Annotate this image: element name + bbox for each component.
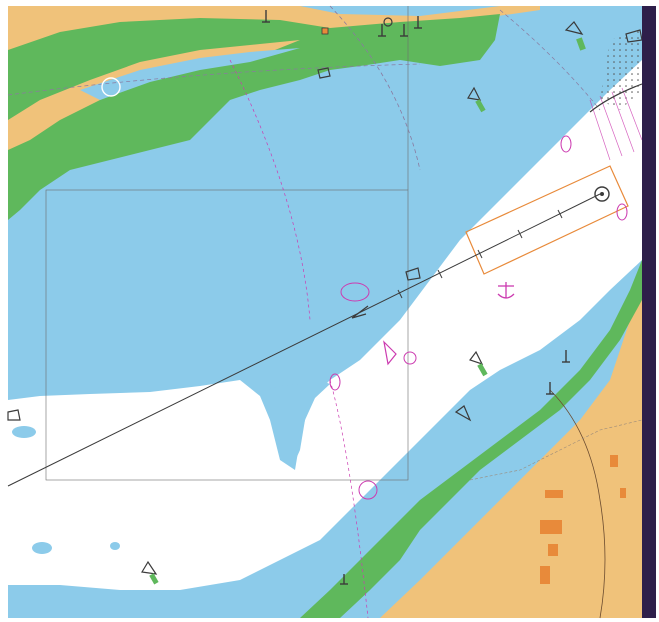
magenta-symbols: [329, 135, 628, 500]
light-center: [600, 192, 604, 196]
light-icon: [594, 186, 610, 202]
channel-creek: [80, 48, 300, 100]
shoal-patch: [110, 542, 120, 550]
restricted-area: [600, 30, 642, 110]
recommended-track: [329, 379, 369, 619]
land-southeast: [380, 280, 642, 618]
shoal-patch: [32, 542, 52, 554]
compass-icon: [101, 77, 121, 97]
leading-line: [7, 193, 601, 487]
chart-border-band: [642, 6, 656, 618]
inlet-shallow: [260, 380, 330, 468]
mooring-icon: [262, 10, 570, 585]
buoy-icon: [469, 350, 488, 377]
buoy-icon: [564, 21, 586, 51]
built-up-areas: [540, 455, 626, 584]
buoy-icon: [141, 560, 159, 585]
recommended-track: [329, 5, 421, 171]
contour-line: [549, 389, 606, 619]
survey-box: [45, 189, 409, 481]
direction-arrow-icon: [351, 305, 369, 319]
buoy-icon: [454, 405, 472, 422]
anchor-icon: [497, 282, 515, 299]
beacon-icon: [383, 340, 397, 366]
recommended-track: [499, 9, 601, 111]
pier-marker: [321, 27, 329, 35]
leading-line-ticks: [397, 209, 563, 299]
shoal-patch: [12, 426, 36, 438]
recommended-track: [229, 59, 311, 321]
fairway-zone: [465, 165, 629, 275]
boundary-line: [469, 419, 643, 481]
buoy-icon: [467, 86, 486, 113]
pier: [589, 83, 643, 113]
deep-channel: [8, 60, 642, 590]
light-icon: [383, 17, 393, 27]
port-structure: [7, 29, 643, 421]
